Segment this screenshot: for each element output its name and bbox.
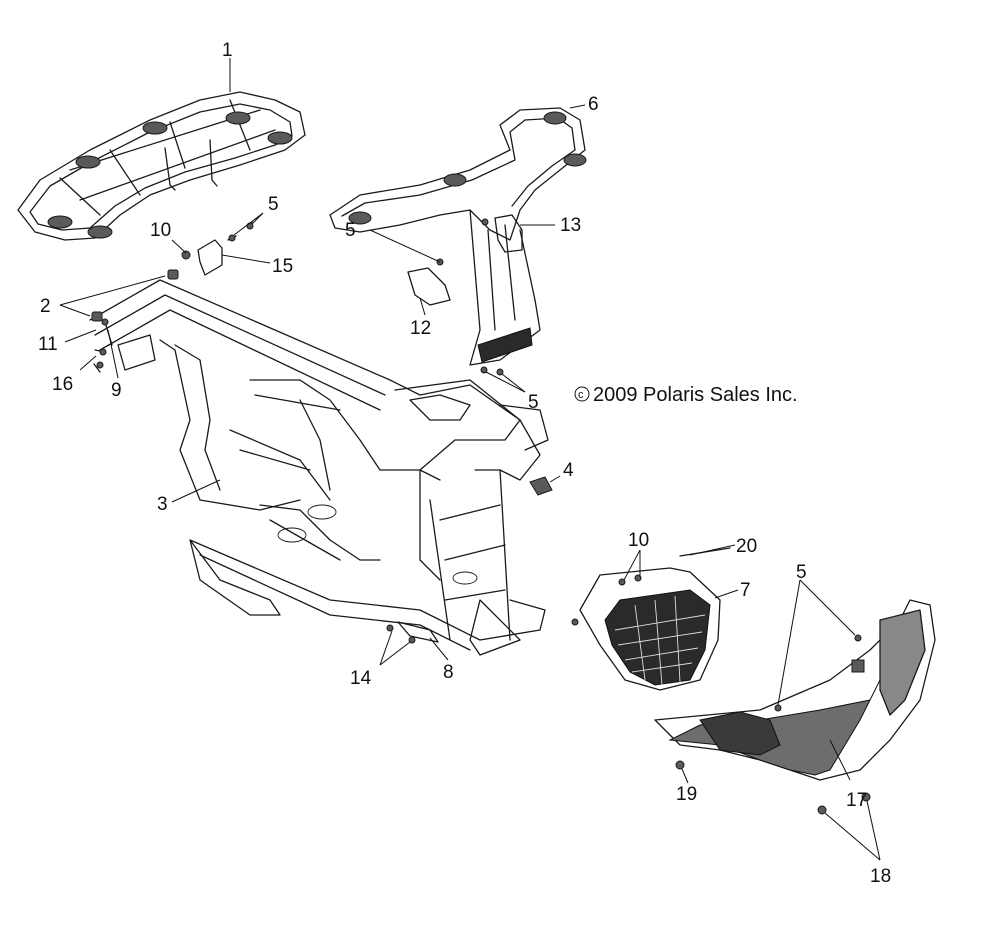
bracket-8 [397, 621, 439, 643]
block-4 [529, 476, 553, 496]
callout-11: 11 [38, 334, 58, 355]
copyright-text: 2009 Polaris Sales Inc. [593, 384, 798, 406]
main-frame [89, 279, 549, 656]
fasteners-18-19 [675, 760, 871, 815]
callout-12: 12 [410, 318, 431, 339]
front-rack [329, 107, 587, 366]
rear-rack [17, 91, 306, 241]
bracket-13 [481, 214, 523, 253]
callout-5b: 5 [345, 220, 356, 241]
leader-lines [59, 58, 881, 861]
callout-4: 4 [563, 460, 574, 481]
callout-15: 15 [272, 256, 293, 277]
callout-13: 13 [560, 215, 581, 236]
callout-6: 6 [588, 94, 599, 115]
callout-5d: 5 [796, 562, 807, 583]
callout-8: 8 [443, 662, 454, 683]
rack-fasteners [480, 366, 504, 376]
copyright-symbol: c [578, 389, 584, 401]
callout-18: 18 [870, 866, 891, 887]
callout-17: 17 [846, 790, 867, 811]
callout-10a: 10 [150, 220, 171, 241]
callout-14: 14 [350, 668, 372, 689]
callout-7: 7 [740, 580, 751, 601]
callout-2: 2 [40, 296, 51, 317]
callout-5c: 5 [528, 392, 539, 413]
callout-labels: 1 2 3 4 5 5 5 5 6 7 8 9 10 10 11 12 13 1… [38, 40, 891, 887]
front-fascia [654, 599, 936, 781]
copyright-notice: c 2009 Polaris Sales Inc. [574, 384, 798, 406]
callout-5a: 5 [268, 194, 279, 215]
callout-16: 16 [52, 374, 73, 395]
bracket-15 [181, 221, 254, 276]
callout-19: 19 [676, 784, 697, 805]
callout-10b: 10 [628, 530, 649, 551]
fasteners-14 [386, 624, 416, 644]
bracket-12 [407, 258, 451, 306]
callout-9: 9 [111, 380, 122, 401]
callout-20: 20 [736, 536, 757, 557]
callout-3: 3 [157, 494, 168, 515]
frame-fasteners [91, 269, 179, 373]
front-grille [571, 547, 731, 691]
callout-1: 1 [222, 40, 233, 61]
